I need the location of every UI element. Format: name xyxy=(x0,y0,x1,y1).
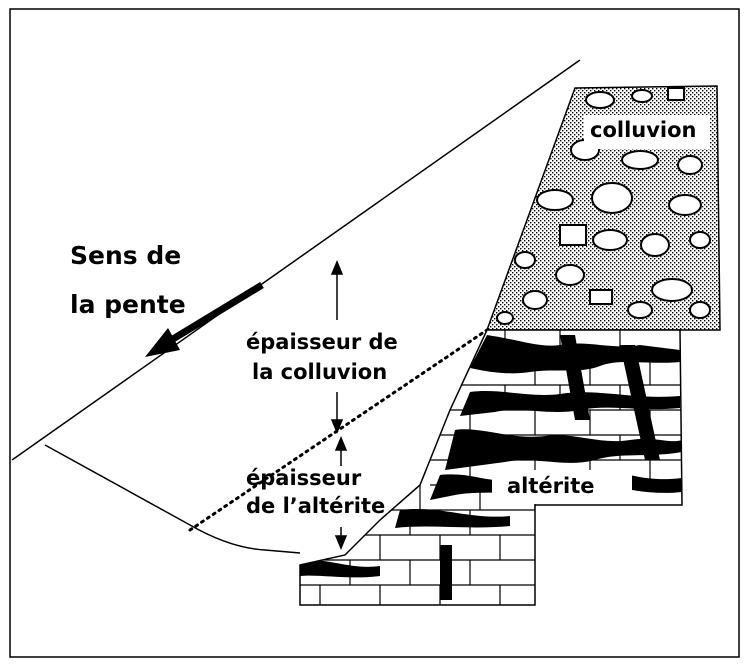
alterite-label-plate xyxy=(492,470,632,504)
outer-border xyxy=(9,8,740,658)
alterite-rock-layer xyxy=(299,329,683,606)
colluvion-label-plate xyxy=(584,115,710,149)
slope-label-line1: Sens de xyxy=(70,241,182,270)
slope-direction-arrow xyxy=(145,282,264,357)
alterite-label: altérite xyxy=(507,474,595,498)
colluvion-thickness-label-line1: épaisseur de xyxy=(246,330,398,354)
ground-surface-line xyxy=(11,59,581,461)
colluvion-label: colluvion xyxy=(590,118,697,142)
alterite-thickness-label-line1: épaisseur xyxy=(246,466,362,490)
colluvion-thickness-arrow xyxy=(330,260,344,434)
colluvion-thickness-label-line2: la colluvion xyxy=(252,360,388,384)
alterite-thickness-arrow xyxy=(334,436,348,550)
alterite-thickness-label-line2: de l’altérite xyxy=(246,494,386,518)
cut-profile-line xyxy=(44,444,301,554)
slope-label-line2: la pente xyxy=(70,290,186,319)
